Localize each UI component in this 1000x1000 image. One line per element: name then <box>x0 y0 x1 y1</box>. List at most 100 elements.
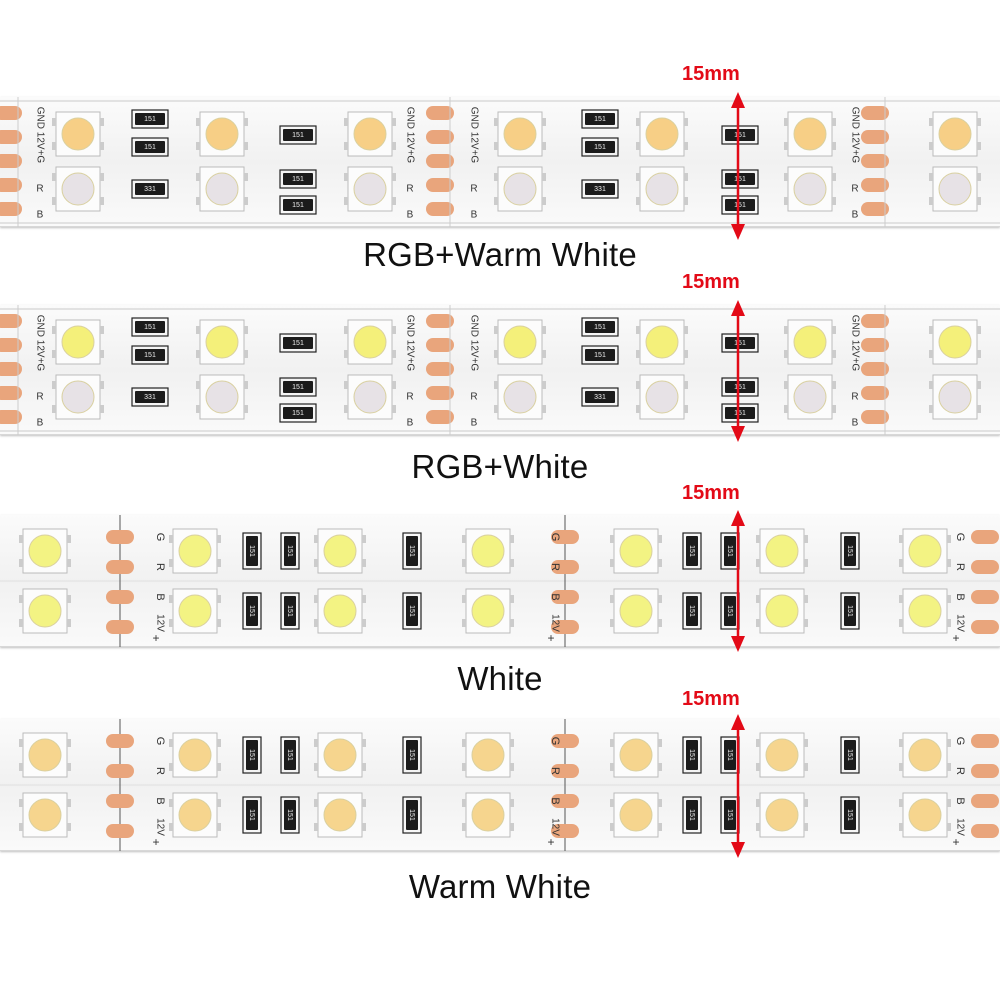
pad-label-b: B <box>471 418 478 429</box>
led-pin <box>610 799 614 807</box>
resistor <box>725 381 755 393</box>
resistor <box>725 199 755 211</box>
led-pin <box>610 595 614 603</box>
rgb-led-pin <box>52 381 56 389</box>
rgb-led-pin <box>52 405 56 413</box>
white-led <box>353 117 387 151</box>
led-pin <box>314 535 318 543</box>
resistor-code: 151 <box>726 749 733 761</box>
pad-label-r: R <box>851 392 858 403</box>
resistor-code: 331 <box>594 186 606 193</box>
pad-label-r: R <box>470 392 477 403</box>
led-pin <box>169 559 173 567</box>
pad-label-r: R <box>406 184 413 195</box>
resistor-outline <box>279 169 317 189</box>
led-pin <box>362 595 366 603</box>
resistor <box>844 740 856 770</box>
led-pin <box>658 799 662 807</box>
resistor-code: 331 <box>594 394 606 401</box>
led-pin <box>314 739 318 747</box>
copper-pad <box>861 202 889 216</box>
led-pin <box>169 739 173 747</box>
resistor-code: 151 <box>734 132 746 139</box>
resistor <box>283 173 313 185</box>
pad-label-b: B <box>407 210 414 221</box>
white-led-pin <box>832 326 836 334</box>
led-pin <box>314 799 318 807</box>
resistor-outline <box>131 109 169 129</box>
pad-label-r: R <box>470 184 477 195</box>
resistor-code: 151 <box>144 324 156 331</box>
led <box>323 534 357 568</box>
pad-label-12v: 12V <box>154 818 165 836</box>
resistor-code: 151 <box>292 410 304 417</box>
resistor-code: 151 <box>292 176 304 183</box>
white-led-pin <box>542 326 546 334</box>
pad-label: GND 12V+G <box>468 107 479 164</box>
led-pin <box>947 763 951 771</box>
led-pin <box>899 535 903 543</box>
copper-pad <box>106 560 134 574</box>
led-pin <box>362 535 366 543</box>
white-led-pin <box>929 326 933 334</box>
resistor-outline <box>242 592 262 630</box>
led-pin <box>362 763 366 771</box>
resistor-outline <box>279 403 317 423</box>
white-led-pin <box>684 142 688 150</box>
resistor-code: 151 <box>688 749 695 761</box>
rgb-led-pin <box>196 173 200 181</box>
white-led <box>793 117 827 151</box>
copper-pad <box>426 106 454 120</box>
resistor <box>585 113 615 125</box>
white-led-pin <box>244 326 248 334</box>
white-led <box>793 325 827 359</box>
led <box>323 798 357 832</box>
led-pin <box>462 559 466 567</box>
led-pin <box>217 739 221 747</box>
resistor-code: 151 <box>286 545 293 557</box>
led <box>765 594 799 628</box>
copper-pad <box>0 386 22 400</box>
led-pin <box>67 619 71 627</box>
rgb-led-pin <box>832 173 836 181</box>
rgb-led-pin <box>542 405 546 413</box>
rgb-led-pin <box>494 405 498 413</box>
resistor-outline <box>131 387 169 407</box>
led-pin <box>19 739 23 747</box>
resistor-code: 151 <box>248 749 255 761</box>
rgb-led-pin <box>929 173 933 181</box>
led-pin <box>169 763 173 771</box>
led-pin <box>67 763 71 771</box>
resistor-outline <box>279 377 317 397</box>
led-pin <box>899 739 903 747</box>
resistor <box>585 141 615 153</box>
led-pin <box>169 595 173 603</box>
white-led-pin <box>100 142 104 150</box>
led-pin <box>610 763 614 771</box>
pad-label-b: B <box>954 797 966 804</box>
resistor <box>724 536 736 566</box>
resistor-code: 151 <box>408 809 415 821</box>
width-label-white: 15mm <box>682 482 740 504</box>
copper-pad <box>861 154 889 168</box>
copper-pad <box>861 178 889 192</box>
copper-pad <box>551 620 579 634</box>
resistor-code: 151 <box>726 809 733 821</box>
led-pin <box>610 535 614 543</box>
white-led-pin <box>196 326 200 334</box>
resistor-outline <box>402 532 422 570</box>
led <box>619 594 653 628</box>
led-pin <box>19 595 23 603</box>
rgb-led <box>645 380 679 414</box>
pad-label-plus: + <box>152 835 159 849</box>
copper-pad <box>0 410 22 424</box>
resistor <box>406 800 418 830</box>
led-pin <box>658 559 662 567</box>
width-label-rgb-warm-white: 15mm <box>682 63 740 85</box>
white-led-pin <box>977 118 981 126</box>
copper-pad <box>106 590 134 604</box>
resistor-code: 151 <box>248 809 255 821</box>
led <box>178 738 212 772</box>
pad-label-r: R <box>954 767 966 775</box>
